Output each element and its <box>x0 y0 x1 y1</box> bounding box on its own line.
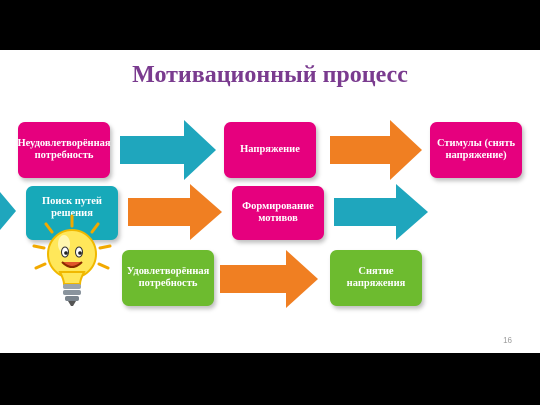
box-stimuli: Стимулы (снять напряжение) <box>430 122 522 178</box>
box-satisfied-label: Удовлетворённая потребность <box>126 266 210 289</box>
box-motives-label: Формирование мотивов <box>242 201 314 224</box>
right-arrow-icon <box>330 120 422 180</box>
box-satisfied: Удовлетворённая потребность <box>122 250 214 306</box>
box-motives: Формирование мотивов <box>232 186 324 240</box>
box-unmet-need-label: Неудовлетворённая потребность <box>17 138 111 161</box>
slide-title: Мотивационный процесс <box>132 62 408 88</box>
box-unmet-need: Неудовлетворённая потребность <box>17 122 111 178</box>
right-arrow-icon <box>220 250 318 308</box>
right-arrow-icon <box>0 192 16 230</box>
box-stimuli-label: Стимулы (снять напряжение) <box>436 138 516 161</box>
lightbulb-smiley-icon <box>32 214 112 306</box>
page-number: 16 <box>503 336 512 345</box>
right-arrow-icon <box>120 120 216 180</box>
slide: Мотивационный процесс Неудовлетворённая … <box>0 50 540 353</box>
box-tension-label: Напряжение <box>240 144 300 155</box>
right-arrow-icon <box>128 184 222 240</box>
right-arrow-icon <box>334 184 428 240</box>
box-tension: Напряжение <box>224 122 316 178</box>
box-relief: Снятие напряжения <box>330 250 422 306</box>
box-search-label: Поиск путей решения <box>42 196 102 219</box>
box-relief-label: Снятие напряжения <box>346 266 406 289</box>
